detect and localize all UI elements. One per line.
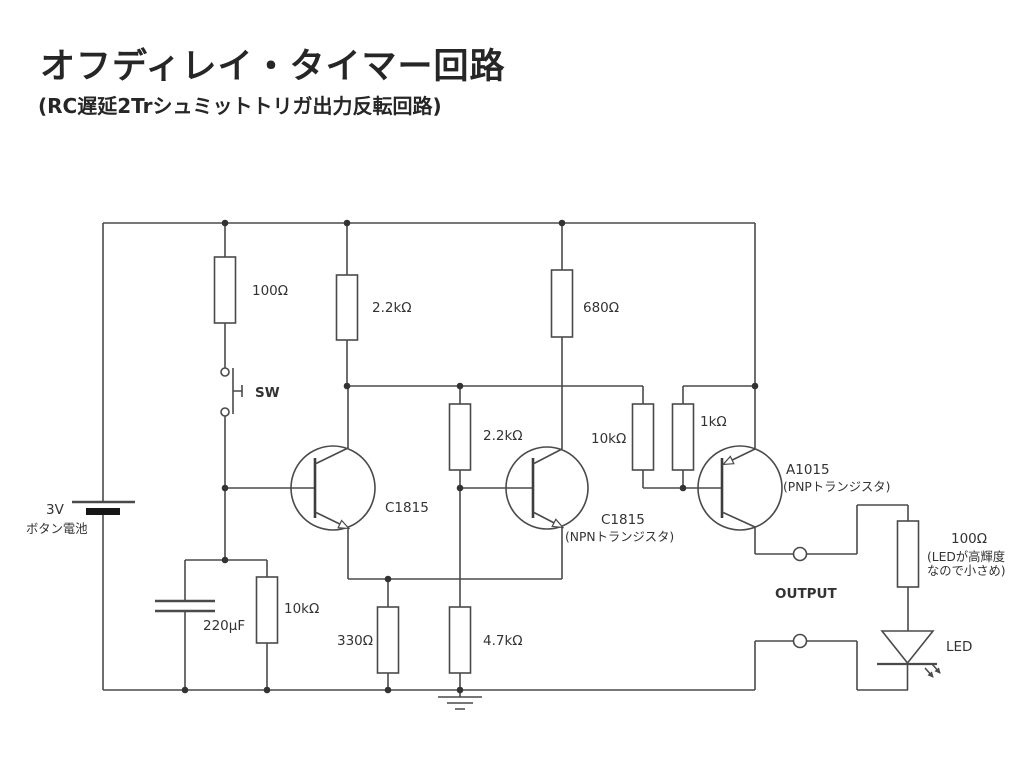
led-wires [906, 587, 909, 690]
label-q3-note: (PNPトランジスタ) [783, 480, 890, 494]
label-r10: 100Ω [951, 531, 987, 547]
output-terminal-plus [792, 546, 808, 562]
label-switch: SW [255, 385, 280, 401]
label-r5: 10kΩ [591, 431, 626, 447]
page-subtitle: (RC遅延2Trシュミットトリガ出力反転回路) [38, 94, 442, 118]
output-bottom-path [754, 640, 908, 691]
resistor-r10 [896, 520, 920, 588]
switch-symbol [220, 367, 243, 417]
q3-emitter-lead [721, 448, 756, 466]
q3-collector-lead [721, 511, 756, 528]
led-symbol [877, 630, 941, 678]
label-led: LED [946, 639, 972, 655]
q2-collector-lead [532, 448, 563, 465]
resistor-r2 [335, 274, 359, 341]
junction-dots [181, 219, 759, 694]
label-r6: 1kΩ [700, 414, 727, 430]
label-r3: 680Ω [583, 300, 619, 316]
led-light-ray-icon [924, 667, 934, 678]
ground-symbol [438, 690, 482, 710]
label-output: OUTPUT [775, 586, 838, 602]
output-top-path [755, 504, 909, 555]
battery-symbol [72, 500, 135, 515]
label-capacitor: 220µF [203, 618, 245, 634]
transistor-q2-symbol [505, 446, 589, 530]
ground-lines [438, 690, 482, 710]
label-battery-type: ボタン電池 [26, 522, 88, 536]
label-r7: 10kΩ [284, 601, 319, 617]
led-triangle [880, 630, 935, 665]
resistor-r1 [213, 256, 237, 324]
label-q1: C1815 [385, 500, 429, 516]
q1-circle [290, 445, 376, 531]
resistor-r3 [550, 269, 574, 338]
resistor-r4 [448, 403, 472, 471]
switch-contact-bottom [220, 407, 230, 417]
q2-emitter-lead [532, 511, 565, 529]
label-r9: 4.7kΩ [483, 633, 523, 649]
output-terminal-minus [792, 633, 808, 649]
q1-collector-lead [314, 447, 349, 465]
transistor-q1-symbol [290, 445, 376, 531]
transistor-q3-symbol [697, 445, 783, 531]
resistor-r7 [255, 576, 279, 644]
q3-circle [697, 445, 783, 531]
q2-circle [505, 446, 589, 530]
resistor-r5 [631, 403, 655, 471]
label-battery-voltage: 3V [46, 502, 65, 518]
label-q2-note: (NPNトランジスタ) [565, 530, 674, 544]
label-r10-note2: なので小さめ) [927, 564, 1006, 578]
capacitor-symbol [155, 599, 215, 613]
label-q3: A1015 [786, 462, 830, 478]
label-r10-note1: (LEDが高輝度 [927, 549, 1005, 564]
switch-actuator [232, 368, 243, 414]
switch-contact-top [220, 367, 230, 377]
resistor-r8 [376, 606, 400, 674]
label-r4: 2.2kΩ [483, 428, 523, 444]
label-q2: C1815 [601, 512, 645, 528]
page-title: オフディレイ・タイマー回路 [40, 47, 506, 87]
battery-negative-plate [86, 508, 120, 515]
label-r8: 330Ω [337, 633, 373, 649]
led-light-ray-icon [931, 663, 941, 674]
resistor-r6 [671, 403, 695, 471]
label-r1: 100Ω [252, 283, 288, 299]
q1-emitter-lead [314, 511, 351, 530]
label-r2: 2.2kΩ [372, 300, 412, 316]
resistor-r9 [448, 606, 472, 674]
